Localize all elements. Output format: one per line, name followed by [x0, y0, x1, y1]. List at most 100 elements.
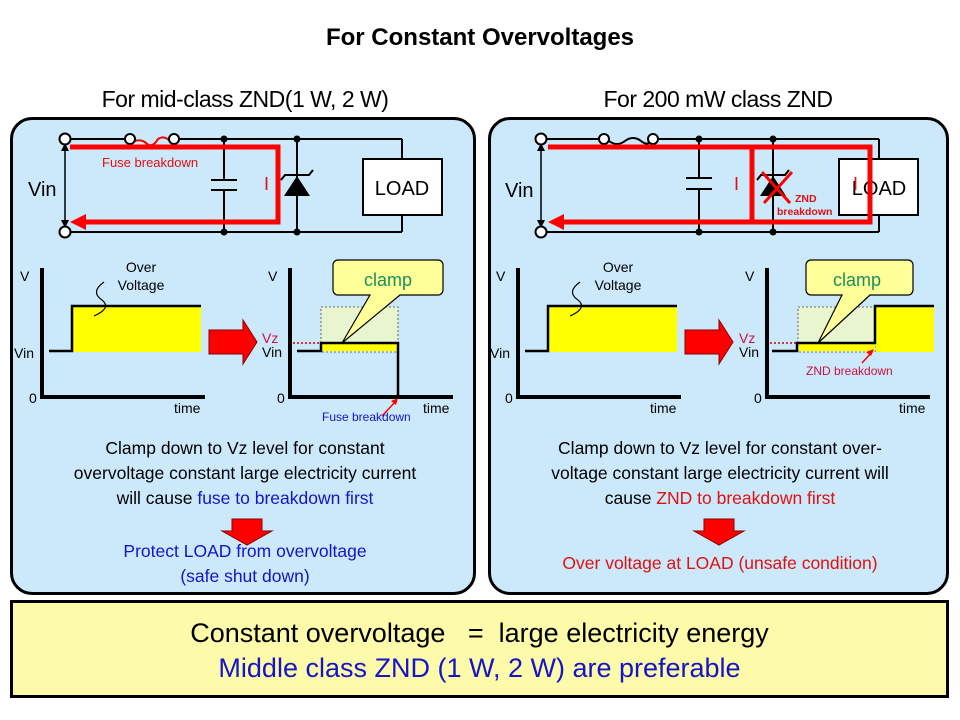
terminal-icon — [58, 225, 72, 239]
desc-line: will cause fuse to breakdown first — [20, 486, 470, 511]
right-result: Over voltage at LOAD (unsafe condition) — [495, 551, 945, 576]
load-label-left: LOAD — [375, 178, 429, 200]
left-result: Protect LOAD from overvoltage (safe shut… — [20, 539, 470, 589]
waveform-line — [49, 304, 201, 353]
clamp-label: clamp — [364, 270, 412, 290]
y-axis-label: V — [20, 268, 30, 284]
y-axis-label: V — [496, 268, 506, 284]
vz-tick-label: Vz — [262, 330, 278, 346]
right-description: Clamp down to Vz level for constant over… — [495, 436, 945, 511]
result-line: Over voltage at LOAD (unsafe condition) — [562, 553, 878, 573]
overvoltage-area — [876, 307, 934, 352]
vin-label-right: Vin — [505, 180, 534, 202]
waveform-line — [772, 304, 934, 353]
annotation-line1: Over — [126, 259, 157, 275]
load-label-right: LOAD — [852, 178, 906, 200]
znd-breakdown-annotation: ZND breakdown — [806, 364, 893, 378]
vin-tick-label: Vin — [14, 345, 34, 361]
desc-line: overvoltage constant large electricity c… — [73, 463, 417, 483]
zero-tick-label: 0 — [754, 390, 762, 406]
junction-dot — [220, 228, 228, 236]
junction-dot — [695, 228, 703, 236]
annotation-line1: Over — [603, 259, 634, 275]
right-panel-heading: For 200 mW class ZND — [603, 86, 833, 112]
terminal-icon — [534, 132, 548, 146]
znd-breakdown-line1: ZND — [795, 193, 817, 205]
zero-tick-label: 0 — [29, 390, 37, 406]
fuse-icon-left — [124, 133, 180, 147]
current-path-right — [548, 144, 873, 225]
right-graph-after: clamp V Vz Vin 0 time ZND breakdown — [739, 259, 934, 416]
fuse-icon-right — [598, 133, 659, 145]
waveform-line — [525, 304, 677, 353]
annotation-line2: Voltage — [595, 277, 642, 293]
zener-diode-icon-left — [280, 169, 314, 196]
x-axis-label: time — [650, 400, 677, 416]
left-description: Clamp down to Vz level for constant over… — [20, 436, 470, 511]
desc-prefix: will cause — [116, 488, 198, 508]
summary-line2: Middle class ZND (1 W, 2 W) are preferab… — [218, 653, 741, 683]
vin-tick-label: Vin — [490, 345, 510, 361]
clamp-callout — [805, 259, 914, 344]
junction-dot — [293, 228, 301, 236]
waveform-line — [297, 341, 400, 397]
junction-dot — [695, 135, 703, 143]
load-box-right — [838, 158, 919, 216]
left-circuit — [70, 138, 403, 233]
page-title: For Constant Overvoltages — [325, 24, 635, 51]
down-arrow-icon — [692, 518, 746, 546]
down-arrow-icon — [220, 518, 274, 546]
terminal-icon — [534, 225, 548, 239]
junction-dot — [769, 228, 777, 236]
x-axis-label: time — [899, 400, 926, 416]
broken-zener-x-icon — [760, 170, 794, 205]
vin-tick-label: Vin — [739, 344, 759, 360]
current-arrowhead — [548, 214, 564, 230]
clamp-label: clamp — [833, 270, 881, 290]
right-graph-before: V Vin 0 time Over Voltage — [490, 259, 681, 416]
left-panel-heading: For mid-class ZND(1 W, 2 W) — [101, 86, 389, 112]
right-circuit — [547, 138, 880, 233]
y-axis-label: V — [268, 268, 278, 284]
fuse-breakdown-label: Fuse breakdown — [102, 155, 198, 170]
znd-breakdown-line2: breakdown — [777, 206, 832, 218]
x-axis-label: time — [423, 400, 450, 416]
vz-tick-label: Vz — [739, 330, 755, 346]
result-line: (safe shut down) — [180, 566, 310, 586]
result-line: Protect LOAD from overvoltage — [123, 541, 367, 561]
terminal-icon — [58, 132, 72, 146]
annotation-pointer — [93, 281, 107, 317]
desc-line: Clamp down to Vz level for constant — [105, 438, 385, 458]
left-graph-after: clamp V Vz Vin 0 time Fuse breakdown — [262, 259, 453, 424]
junction-dot — [769, 135, 777, 143]
right-arrow-icon — [208, 318, 258, 366]
desc-highlight: ZND to breakdown first — [656, 488, 836, 508]
current-label-left: I — [264, 174, 269, 194]
zero-tick-label: 0 — [505, 390, 513, 406]
clamp-fill — [799, 343, 875, 351]
summary-box: Constant overvoltage = large electricity… — [10, 600, 949, 698]
current-label-right-2: I — [853, 174, 858, 194]
desc-highlight: fuse to breakdown first — [197, 488, 374, 508]
annotation-line2: Voltage — [118, 277, 165, 293]
fuse-breakdown-annotation: Fuse breakdown — [322, 410, 411, 424]
zero-tick-label: 0 — [277, 390, 285, 406]
current-path-left — [70, 144, 281, 225]
current-label-right: I — [734, 174, 739, 194]
vin-label-left: Vin — [28, 179, 57, 201]
left-graph-before: V Vin 0 time Over Voltage — [14, 259, 205, 416]
vin-tick-label: Vin — [262, 344, 282, 360]
overvoltage-area — [73, 307, 201, 352]
clamp-fill — [322, 343, 398, 351]
summary-line1: Constant overvoltage = large electricity… — [190, 618, 769, 648]
desc-prefix: cause — [604, 488, 657, 508]
desc-line: Clamp down to Vz level for constant over… — [558, 438, 882, 458]
current-arrowhead — [70, 214, 86, 230]
desc-line: cause ZND to breakdown first — [495, 486, 945, 511]
desc-line: voltage constant large electricity curre… — [551, 463, 889, 483]
annotation-pointer — [569, 281, 583, 317]
x-axis-label: time — [174, 400, 201, 416]
y-axis-label: V — [745, 268, 755, 284]
overvoltage-area — [549, 307, 677, 352]
